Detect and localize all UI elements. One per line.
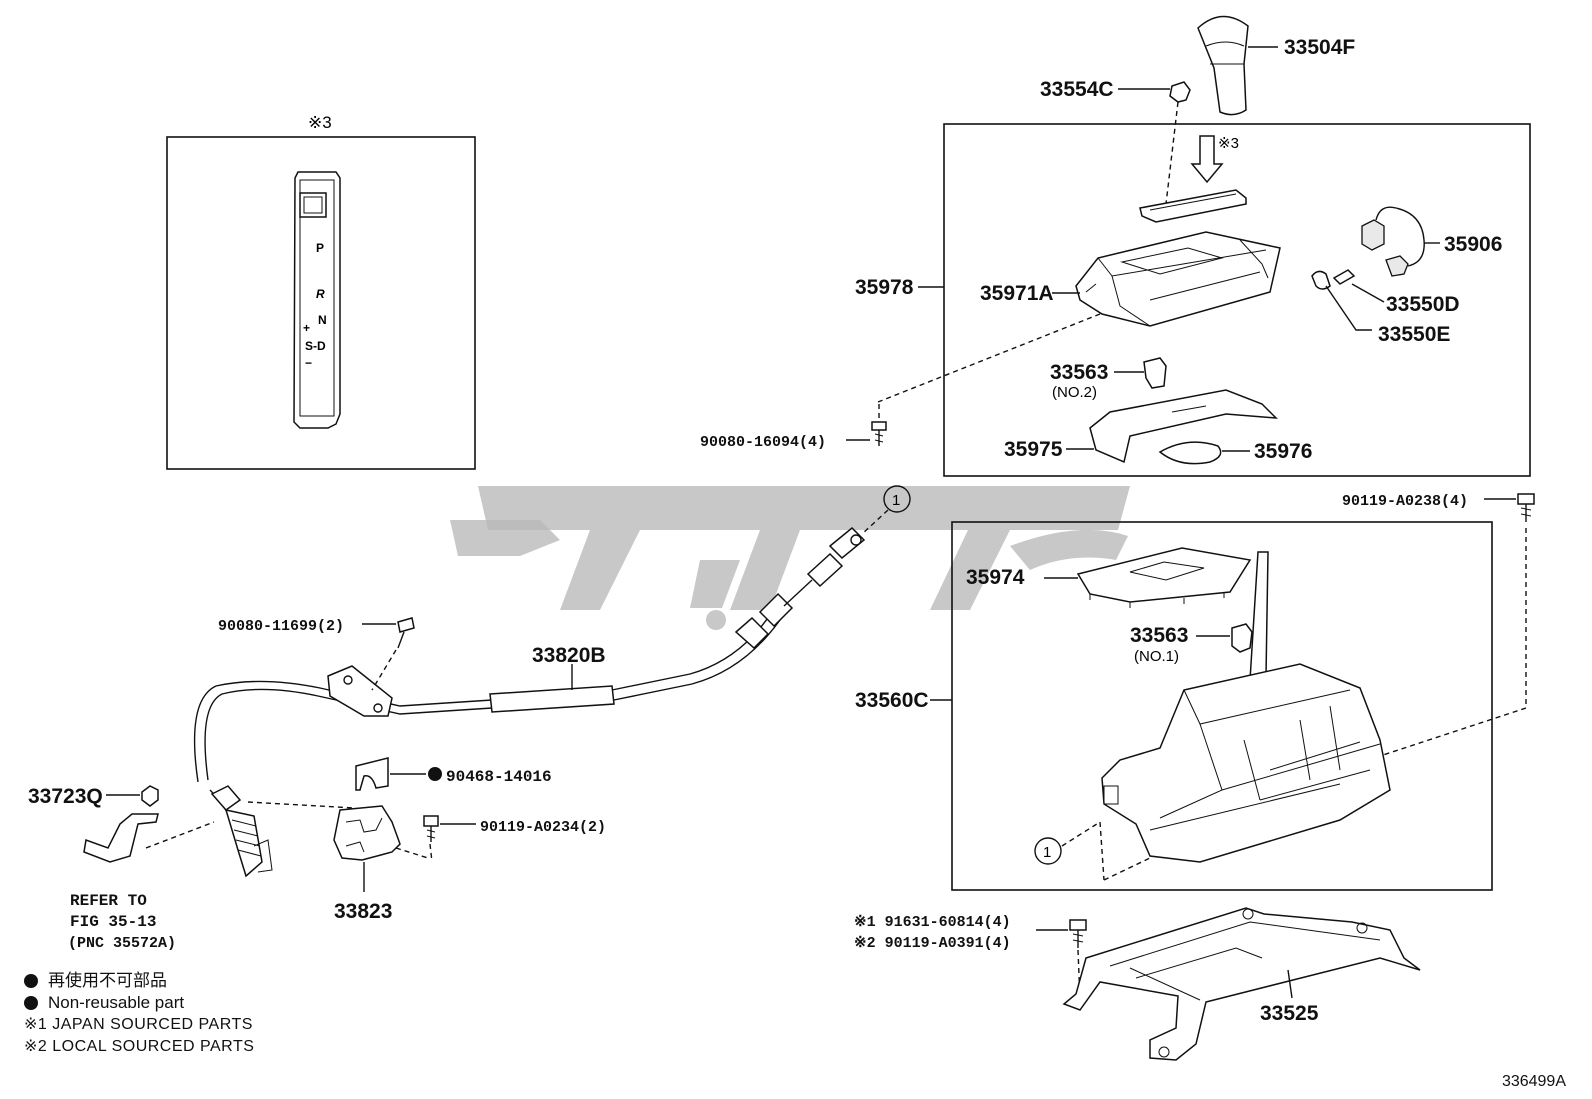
watermark-logo [450,486,1130,630]
base-bolt [1036,919,1087,1001]
cover-35975 [1066,389,1278,464]
gate-indicator-inset: ※3 P R N + S-D − [166,113,476,470]
legend-note2: ※2 LOCAL SOURCED PARTS [24,1038,255,1055]
label-90119-A0234: 90119-A0234(2) [480,819,606,836]
bolt-90119-A0234 [423,815,476,863]
label-35978: 35978 [855,276,914,299]
housing-35971A [1052,231,1281,327]
label-33820B: 33820B [532,644,606,667]
legend-jp: 再使用不可部品 [48,971,167,990]
label-35975: 35975 [1004,438,1063,461]
legend-en: Non-reusable part [48,993,185,1012]
label-refer-line2: FIG 35-13 [70,913,156,931]
ref-circle-1-upper-text: 1 [892,492,900,509]
ref-circle-1-lower-text: 1 [1043,844,1051,861]
legend-note1: ※1 JAPAN SOURCED PARTS [24,1016,253,1033]
label-33563-upper: 33563 [1050,361,1108,384]
cover-plate-35976 [1158,441,1250,465]
screw-90080-16094 [846,404,887,446]
shifter-33560C [930,551,1391,863]
label-35971A: 35971A [980,282,1054,305]
label-33560C: 33560C [855,689,929,712]
label-refer-line1: REFER TO [70,892,147,910]
wire-35906 [1361,206,1440,277]
ref-circle-1-lower: 1 [1034,821,1151,881]
label-33550E: 33550E [1378,323,1450,346]
bracket-33525 [1062,907,1421,1061]
label-90080-11699: 90080-11699(2) [218,618,344,635]
label-33563-no2: (NO.2) [1052,384,1097,401]
arrow-note-mark: ※3 [1218,135,1239,152]
bulb-33550D [1332,269,1385,303]
gate-letter-n: N [318,313,327,327]
inset-note-mark: ※3 [308,113,332,132]
screw-leader-upper [877,313,1101,403]
label-33723Q: 33723Q [28,785,103,808]
cable-33820B [193,526,866,878]
label-90080-16094: 90080-16094(4) [700,434,826,451]
legend-row-en: Non-reusable part [24,992,254,1014]
label-base-note1: ※1 91631-60814(4) [854,914,1011,931]
nonreusable-dot-icon [24,974,38,988]
label-35974: 35974 [966,566,1025,589]
gate-letter-p: P [316,241,324,255]
bracket-refer [83,801,355,863]
down-arrow-icon [1190,135,1224,184]
label-33525: 33525 [1260,1002,1319,1025]
label-33823: 33823 [334,900,392,923]
label-refer-line3: (PNC 35572A) [68,935,176,952]
bulb-33550E [1311,270,1372,331]
label-33504F: 33504F [1284,36,1355,59]
label-90468-14016: 90468-14016 [446,768,552,786]
screw-90080-11699 [362,617,415,691]
gate-letter-sd: S-D [305,339,326,353]
label-33563-no1: (NO.1) [1134,648,1179,665]
clip-33563-no2 [1114,357,1167,389]
plate-35974 [1044,547,1252,608]
label-35976: 35976 [1254,440,1312,463]
label-base-note2: ※2 90119-A0391(4) [854,935,1011,952]
legend: 再使用不可部品 Non-reusable part ※1 JAPAN SOURC… [24,970,254,1058]
label-35906: 35906 [1444,233,1502,256]
indicator-plate [1139,189,1247,223]
ref-circle-1-upper: 1 [861,485,911,535]
shift-knob-33504F [1197,15,1278,116]
nonreusable-dot-icon [24,996,38,1010]
clip-33563-no1 [1196,623,1253,653]
label-90119-A0238: 90119-A0238(4) [1342,493,1468,510]
gate-letter-minus: − [305,356,312,370]
retainer-33823 [333,805,429,892]
label-33554C: 33554C [1040,78,1114,101]
gate-letter-r: R [316,287,325,301]
upper-assembly-frame [943,123,1531,477]
button-33554C [1118,81,1191,205]
gate-letter-plus: + [303,321,310,335]
bolt-90119-A0238 [1379,493,1535,757]
lower-assembly-frame [951,521,1493,891]
nut-33723Q [106,785,159,807]
label-33550D: 33550D [1386,293,1460,316]
clip-90468-14016 [355,757,442,791]
figure-number: 336499A [1501,1073,1566,1090]
legend-row-jp: 再使用不可部品 [24,970,254,992]
label-33563-lower: 33563 [1130,624,1188,647]
